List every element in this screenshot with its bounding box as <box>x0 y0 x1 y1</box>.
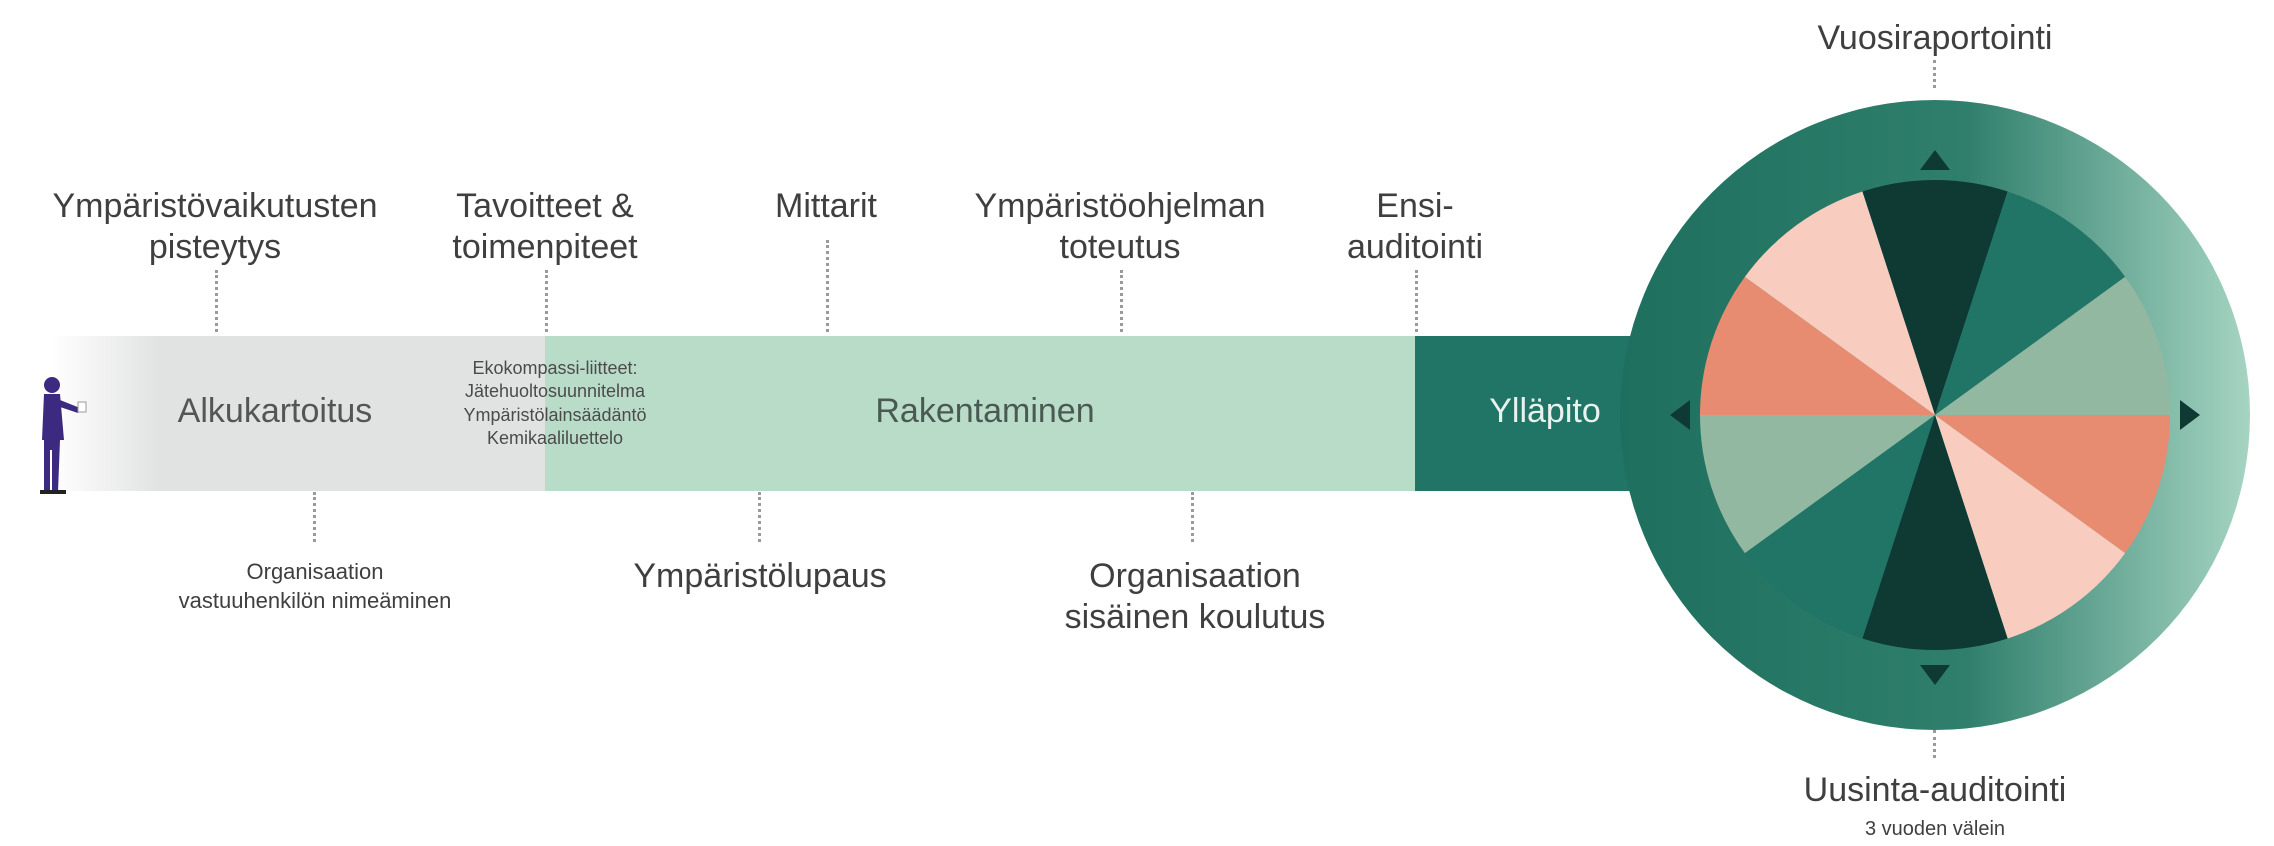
label-reaudit: Uusinta-auditointi <box>1803 771 2067 809</box>
phase-maintenance: Ylläpito <box>1489 392 1601 430</box>
band-initial <box>160 336 545 491</box>
arrow-left-icon <box>1670 400 1690 430</box>
label-annual-report: Vuosiraportointi <box>1817 19 2053 57</box>
connector-promise <box>758 492 761 542</box>
label-first-audit: Ensi-auditointi <box>1346 187 1484 266</box>
band-initial-fade <box>50 336 160 491</box>
label-goals-actions: Tavoitteet &toimenpiteet <box>452 187 638 266</box>
wheel-slice <box>1935 191 2126 415</box>
connector-metrics <box>826 240 829 332</box>
wheel-slice <box>1744 191 1935 415</box>
arrow-down-icon <box>1920 665 1950 685</box>
connector-responsible <box>313 492 316 542</box>
label-environmental-promise: Ympäristölupaus <box>633 557 887 595</box>
arrow-up-icon <box>1920 150 1950 170</box>
label-reaudit-interval: 3 vuoden välein <box>1864 818 2006 840</box>
wheel-slice <box>1862 415 2008 651</box>
phase-building: Rakentaminen <box>875 392 1095 430</box>
wheel-slice <box>1700 415 1935 554</box>
arrow-right-icon <box>2180 400 2200 430</box>
label-metrics: Mittarit <box>775 187 877 225</box>
connector-program <box>1120 270 1123 332</box>
connector-impacts <box>215 270 218 332</box>
appendix-notes: Ekokompassi-liitteet: Jätehuoltosuunnite… <box>463 358 647 449</box>
connector-training <box>1191 492 1194 542</box>
phase-initial-survey: Alkukartoitus <box>177 392 373 430</box>
wheel-slice <box>1935 415 2126 639</box>
wheel-slices <box>1699 179 2170 651</box>
band-building <box>545 336 1415 491</box>
person-icon <box>40 377 87 494</box>
connector-first-audit <box>1415 270 1418 332</box>
connector-reaudit <box>1933 730 1936 758</box>
connector-annual-report <box>1933 60 1936 88</box>
wheel-slice <box>1862 179 2008 415</box>
wheel-slice <box>1699 276 1935 415</box>
wheel-slice <box>1935 415 2170 554</box>
wheel-slice <box>1935 276 2170 415</box>
wheel-slice <box>1744 415 1935 639</box>
connector-goals <box>545 270 548 332</box>
